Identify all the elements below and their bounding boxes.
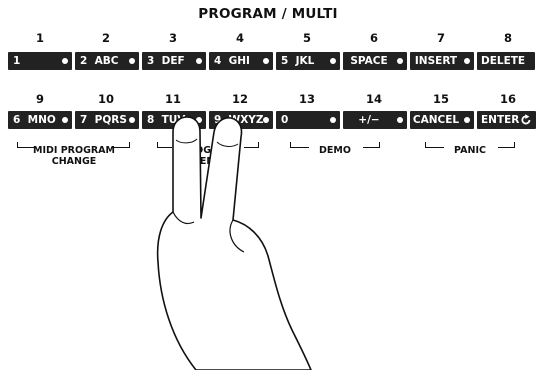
key-0[interactable]: 0 bbox=[276, 111, 340, 129]
key-plus-minus[interactable]: +/− bbox=[343, 111, 407, 129]
key-space[interactable]: SPACE bbox=[343, 52, 407, 70]
key-label: 6 MNO bbox=[13, 112, 56, 128]
key-label: DELETE bbox=[481, 53, 525, 69]
led-dot-icon bbox=[464, 117, 470, 123]
key-number: 6 bbox=[362, 31, 386, 45]
key-label: INSERT bbox=[410, 53, 462, 69]
led-dot-icon bbox=[196, 117, 202, 123]
key-3-def[interactable]: 3 DEF bbox=[142, 52, 206, 70]
led-dot-icon bbox=[263, 58, 269, 64]
key-number: 3 bbox=[161, 31, 185, 45]
key-label: 9 WXYZ bbox=[214, 112, 264, 128]
midi-program-change-label: MIDI PROGRAM CHANGE bbox=[33, 145, 115, 167]
key-number: 10 bbox=[94, 92, 118, 106]
key-insert[interactable]: INSERT bbox=[410, 52, 474, 70]
led-dot-icon bbox=[330, 117, 336, 123]
panel-title: PROGRAM / MULTI bbox=[0, 6, 536, 22]
led-dot-icon bbox=[129, 117, 135, 123]
key-label: +/− bbox=[343, 112, 395, 128]
key-label: 5 JKL bbox=[281, 53, 314, 69]
key-9-wxyz[interactable]: 9 WXYZ bbox=[209, 111, 273, 129]
key-label: 3 DEF bbox=[147, 53, 185, 69]
key-number: 15 bbox=[429, 92, 453, 106]
key-number: 13 bbox=[295, 92, 319, 106]
key-cancel[interactable]: CANCEL bbox=[410, 111, 474, 129]
key-number: 12 bbox=[228, 92, 252, 106]
key-label: 1 bbox=[13, 53, 20, 69]
key-1[interactable]: 1 bbox=[8, 52, 72, 70]
key-number: 14 bbox=[362, 92, 386, 106]
key-8-tuv[interactable]: 8 TUV bbox=[142, 111, 206, 129]
key-6-mno[interactable]: 6 MNO bbox=[8, 111, 72, 129]
led-dot-icon bbox=[62, 117, 68, 123]
key-number: 8 bbox=[496, 31, 520, 45]
key-label: ENTER bbox=[481, 112, 519, 128]
led-dot-icon bbox=[263, 117, 269, 123]
led-dot-icon bbox=[196, 58, 202, 64]
key-label: 8 TUV bbox=[147, 112, 185, 128]
led-dot-icon bbox=[531, 117, 536, 123]
key-5-jkl[interactable]: 5 JKL bbox=[276, 52, 340, 70]
demo-label: DEMO bbox=[308, 145, 362, 156]
key-enter[interactable]: ENTER bbox=[477, 111, 536, 129]
key-number: 9 bbox=[28, 92, 52, 106]
key-number: 2 bbox=[94, 31, 118, 45]
led-dot-icon bbox=[62, 58, 68, 64]
key-7-pqrs[interactable]: 7 PQRS bbox=[75, 111, 139, 129]
key-2-abc[interactable]: 2 ABC bbox=[75, 52, 139, 70]
program-demo-label: PROGRAM DEMO bbox=[172, 145, 244, 167]
led-dot-icon bbox=[397, 117, 403, 123]
key-number: 4 bbox=[228, 31, 252, 45]
key-label: 7 PQRS bbox=[80, 112, 127, 128]
key-number: 5 bbox=[295, 31, 319, 45]
key-4-ghi[interactable]: 4 GHI bbox=[209, 52, 273, 70]
key-label: 4 GHI bbox=[214, 53, 250, 69]
key-number: 1 bbox=[28, 31, 52, 45]
led-dot-icon bbox=[397, 58, 403, 64]
led-dot-icon bbox=[330, 58, 336, 64]
key-label: 2 ABC bbox=[80, 53, 118, 69]
key-number: 7 bbox=[429, 31, 453, 45]
key-delete[interactable]: DELETE bbox=[477, 52, 535, 70]
key-label: 0 bbox=[281, 112, 288, 128]
key-label: SPACE bbox=[343, 53, 395, 69]
led-dot-icon bbox=[129, 58, 135, 64]
panic-label: PANIC bbox=[443, 145, 497, 156]
led-dot-icon bbox=[464, 58, 470, 64]
key-number: 11 bbox=[161, 92, 185, 106]
key-number: 16 bbox=[496, 92, 520, 106]
key-label: CANCEL bbox=[410, 112, 462, 128]
